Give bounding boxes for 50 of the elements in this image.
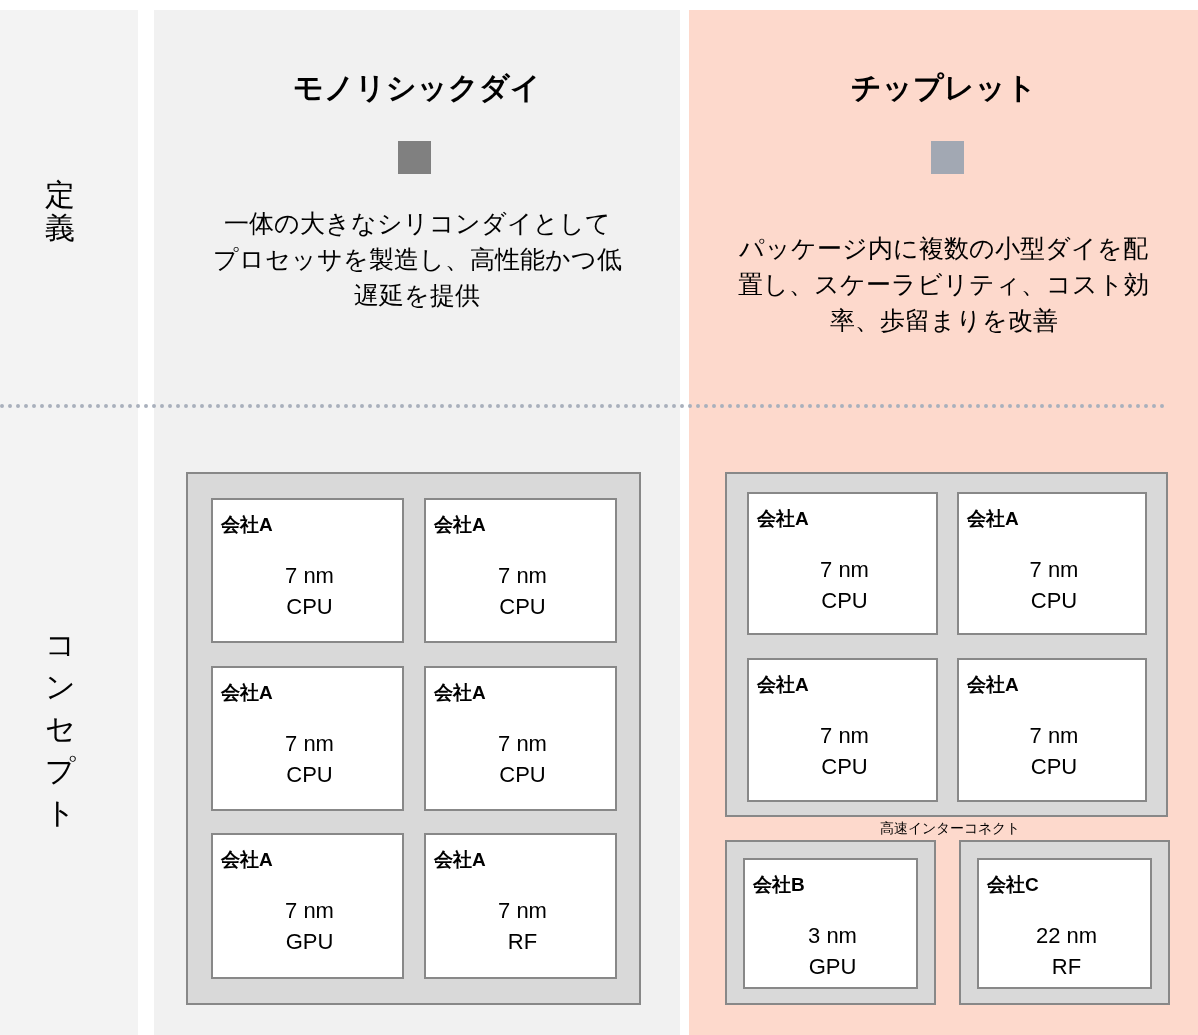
package-substrate xyxy=(725,472,1168,817)
interconnect-label: 高速インターコネクト xyxy=(879,820,1021,838)
company-label: 会社A xyxy=(221,848,273,872)
column-panel xyxy=(689,10,1198,1035)
column-title: モノリシックダイ xyxy=(292,70,542,106)
company-label: 会社A xyxy=(221,681,273,705)
die-box xyxy=(424,498,617,643)
die-spec: 3 nm GPU xyxy=(807,922,858,981)
die-spec: 7 nm CPU xyxy=(819,556,870,615)
die-spec: 7 nm CPU xyxy=(497,562,548,621)
die-box xyxy=(977,858,1152,989)
die-spec: 7 nm CPU xyxy=(284,562,335,621)
company-label: 会社A xyxy=(967,507,1019,531)
die-box xyxy=(424,666,617,811)
die-spec: 7 nm RF xyxy=(497,897,548,956)
die-box xyxy=(211,833,404,979)
company-label: 会社A xyxy=(221,513,273,537)
die-spec: 7 nm CPU xyxy=(1028,556,1080,615)
company-label: 会社A xyxy=(757,507,809,531)
die-box xyxy=(747,658,938,802)
company-label: 会社A xyxy=(434,848,486,872)
die-box xyxy=(743,858,918,989)
die-box xyxy=(957,658,1147,802)
company-label: 会社A xyxy=(434,681,486,705)
row-heading: 定義 xyxy=(45,178,75,244)
company-label: 会社B xyxy=(753,873,805,897)
die-box xyxy=(211,498,404,643)
row-header-band xyxy=(0,10,138,1035)
die-spec: 7 nm CPU xyxy=(497,730,548,789)
die-spec: 7 nm CPU xyxy=(284,730,335,789)
package-substrate xyxy=(186,472,641,1005)
company-label: 会社C xyxy=(987,873,1039,897)
die-box xyxy=(424,833,617,979)
definition-text: 一体の大きなシリコンダイとしてプロセッサを製造し、高性能かつ低遅延を提供 xyxy=(211,208,623,311)
die-spec: 7 nm GPU xyxy=(284,897,335,956)
company-label: 会社A xyxy=(757,673,809,697)
company-label: 会社A xyxy=(434,513,486,537)
die-box xyxy=(747,492,938,635)
package-substrate xyxy=(959,840,1170,1005)
package-substrate xyxy=(725,840,936,1005)
die-box xyxy=(211,666,404,811)
column-title: チップレット xyxy=(849,70,1038,106)
die-spec: 22 nm RF xyxy=(1034,922,1099,981)
die-spec: 7 nm CPU xyxy=(819,722,870,781)
definition-text: パッケージ内に複数の小型ダイを配置し、スケーラビリティ、コスト効率、歩留まりを改善 xyxy=(737,233,1150,336)
row-heading: コンセプト xyxy=(45,627,75,831)
company-label: 会社A xyxy=(967,673,1019,697)
die-box xyxy=(957,492,1147,635)
column-panel xyxy=(154,10,680,1035)
die-spec: 7 nm CPU xyxy=(1028,722,1080,781)
